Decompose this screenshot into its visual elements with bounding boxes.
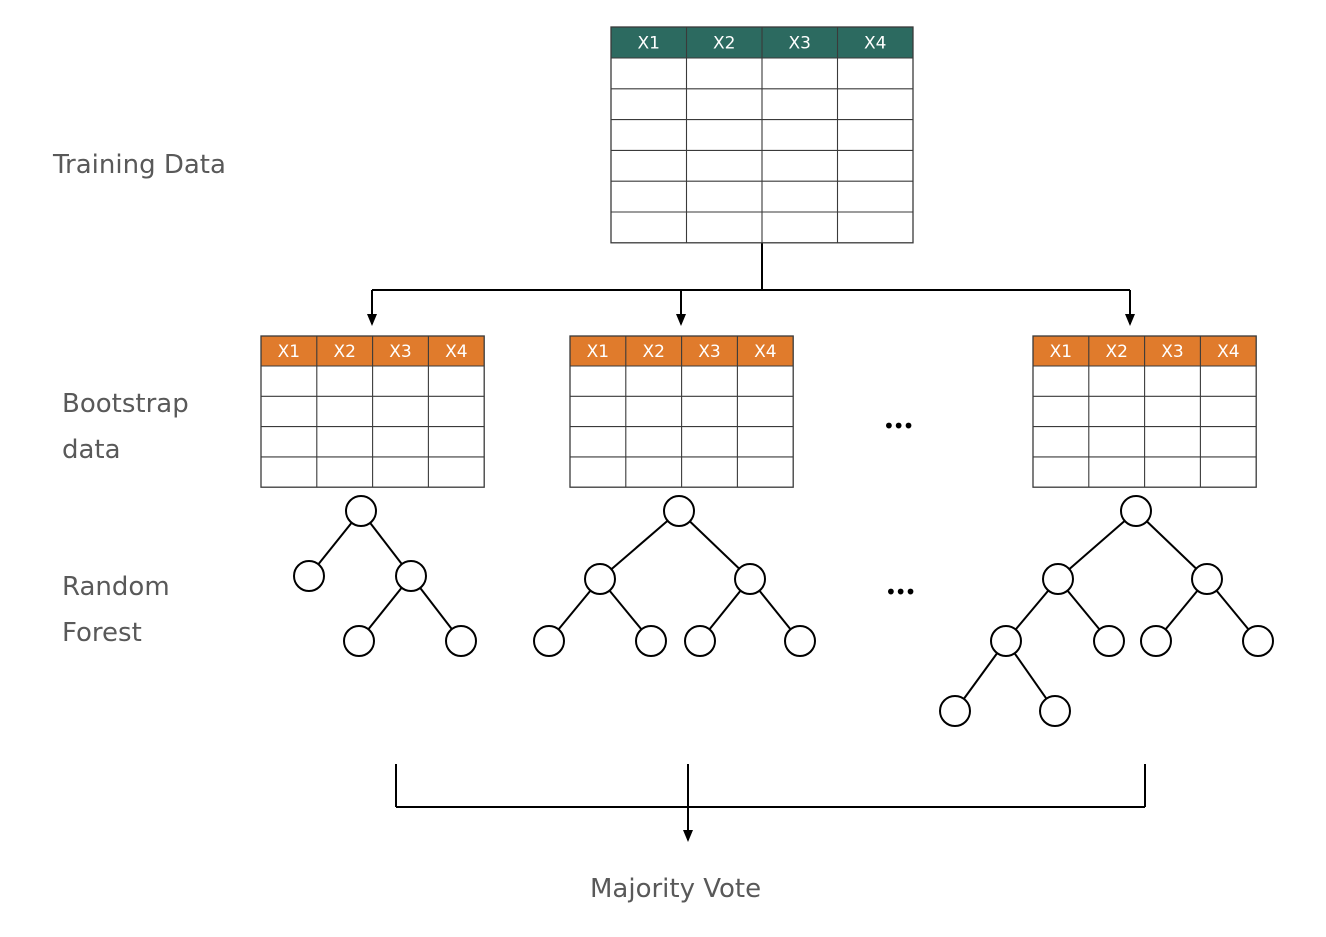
column-header: X4 (754, 342, 776, 362)
tree-edge (367, 587, 403, 630)
tree-node (1191, 563, 1223, 595)
tree-node (663, 495, 695, 527)
tree-node (293, 560, 325, 592)
column-header: X3 (1161, 342, 1183, 362)
training-table: X1 X2 X3 X4 (610, 26, 914, 244)
tree-node (784, 625, 816, 657)
tree-edge (1013, 652, 1048, 700)
tree-edge (369, 522, 403, 565)
column-header: X1 (1050, 342, 1072, 362)
column-header: X1 (638, 34, 660, 54)
column-header: X3 (698, 342, 720, 362)
tree-edge (758, 590, 792, 630)
tree-edge (610, 520, 669, 570)
tree-node (1242, 625, 1274, 657)
bootstrap-table-2: X1 X2 X3 X4 (569, 335, 794, 488)
tree-node (1039, 695, 1071, 727)
decision-tree-2 (533, 495, 816, 657)
column-header: X3 (389, 342, 411, 362)
column-header: X4 (864, 34, 886, 54)
tree-node (1093, 625, 1125, 657)
column-header: X1 (278, 342, 300, 362)
bootstrap-label-line2: data (62, 435, 121, 465)
trees (293, 495, 1274, 727)
column-header: X2 (1105, 342, 1127, 362)
tree-node (1042, 563, 1074, 595)
ellipsis-trees: ••• (885, 580, 916, 604)
decision-tree-1 (293, 495, 477, 657)
tree-edge (419, 587, 453, 630)
tree-node (635, 625, 667, 657)
tree-node (345, 495, 377, 527)
bootstrap-label-line1: Bootstrap (62, 389, 189, 419)
majority-vote-label: Majority Vote (590, 874, 762, 904)
tree-node (445, 625, 477, 657)
tree-edge (1066, 589, 1101, 631)
tree-edge (608, 589, 643, 631)
column-header: X2 (713, 34, 735, 54)
tree-edge (1164, 589, 1199, 631)
tree-edge (1068, 520, 1126, 570)
random-forest-label-line1: Random (62, 572, 170, 602)
column-header: X4 (1217, 342, 1239, 362)
tree-node (990, 625, 1022, 657)
tree-node (734, 563, 766, 595)
tree-node (939, 695, 971, 727)
tree-edge (1146, 520, 1197, 570)
tree-edge (963, 652, 998, 700)
tree-node (1120, 495, 1152, 527)
column-header: X4 (445, 342, 467, 362)
tree-edge (689, 520, 740, 570)
training-data-label: Training Data (53, 150, 226, 180)
bootstrap-table-3: X1 X2 X3 X4 (1032, 335, 1257, 488)
column-header: X2 (333, 342, 355, 362)
ellipsis-tables: ••• (883, 414, 914, 438)
tree-node (533, 625, 565, 657)
tree-node (395, 560, 427, 592)
column-header: X2 (642, 342, 664, 362)
tree-node (343, 625, 375, 657)
tree-edge (1215, 589, 1250, 631)
bootstrap-table-1: X1 X2 X3 X4 (260, 335, 485, 488)
tree-node (1140, 625, 1172, 657)
tree-edge (317, 522, 353, 565)
connectors (367, 243, 1146, 842)
random-forest-label-line2: Forest (62, 618, 142, 648)
tree-node (684, 625, 716, 657)
column-header: X3 (789, 34, 811, 54)
tree-node (584, 563, 616, 595)
column-header: X1 (587, 342, 609, 362)
decision-tree-3 (939, 495, 1274, 727)
tree-edge (708, 590, 742, 630)
tree-edge (1014, 589, 1050, 631)
tree-edge (557, 589, 592, 631)
